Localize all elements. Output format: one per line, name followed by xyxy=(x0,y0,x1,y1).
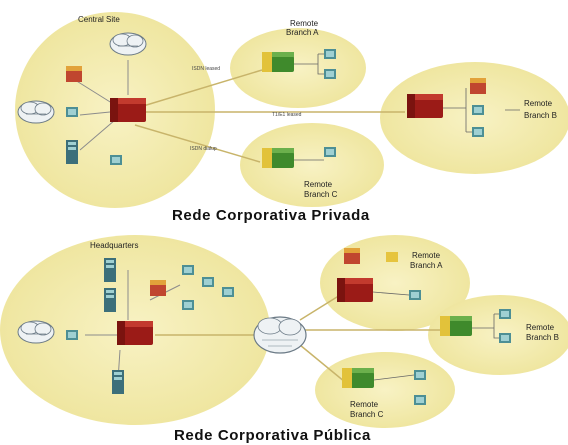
workstation-icon xyxy=(202,277,214,287)
branch-a-label-2: Branch A xyxy=(286,28,319,37)
link-label-c: ISDN dialup xyxy=(190,146,217,152)
workstation-icon xyxy=(324,147,336,157)
workstation-icon xyxy=(110,155,122,165)
workstation-icon xyxy=(414,370,426,380)
server-icon xyxy=(104,258,116,282)
workstation-icon xyxy=(499,309,511,319)
server-icon xyxy=(112,370,124,394)
router-icon xyxy=(337,278,373,302)
workstation-icon xyxy=(324,69,336,79)
router-icon xyxy=(110,98,146,122)
link-to-branch-a xyxy=(129,69,263,111)
workstation-icon xyxy=(222,287,234,297)
hub-icon xyxy=(386,252,398,262)
router-icon xyxy=(407,94,443,118)
firewall-icon xyxy=(150,280,166,296)
router-icon xyxy=(117,321,153,345)
link-label-b: T1/E1 leased xyxy=(272,112,302,118)
workstation-icon xyxy=(472,127,484,137)
branch-c-label-2: Branch C xyxy=(350,410,384,419)
server-icon xyxy=(66,140,78,164)
lan-links-central xyxy=(74,60,129,151)
branch-a-label-2: Branch A xyxy=(410,261,443,270)
workstation-icon xyxy=(472,105,484,115)
private-network-diagram: ISDN leased T1/E1 leased ISDN dialup Cen… xyxy=(15,12,568,224)
branch-a-label-1: Remote xyxy=(290,19,319,28)
remote-branch-c-area xyxy=(315,352,455,428)
branch-b-label-1: Remote xyxy=(524,99,553,108)
headquarters-label: Headquarters xyxy=(90,241,138,250)
branch-b-label-1: Remote xyxy=(526,323,555,332)
public-network-diagram: Headquarters Remote Branch A Remote Bran… xyxy=(0,235,568,444)
firewall-icon xyxy=(344,248,360,264)
workstation-icon xyxy=(414,395,426,405)
branch-c-label-2: Branch C xyxy=(304,190,338,199)
branch-b-label-2: Branch B xyxy=(526,333,559,342)
router-icon xyxy=(262,148,294,168)
cloud-icon xyxy=(17,320,55,344)
branch-a-label-1: Remote xyxy=(412,251,441,260)
lan-links-hq xyxy=(85,270,181,381)
link-label-a: ISDN leased xyxy=(192,66,220,72)
cloud-icon xyxy=(109,32,147,56)
workstation-icon xyxy=(66,107,78,117)
branch-c-label-1: Remote xyxy=(350,400,379,409)
central-site-label: Central Site xyxy=(78,15,120,24)
remote-branch-b-area xyxy=(428,295,568,375)
diagram-title-public: Rede Corporativa Pública xyxy=(174,427,371,444)
branch-b-label-2: Branch B xyxy=(524,111,557,120)
workstation-icon xyxy=(324,49,336,59)
router-icon xyxy=(440,316,472,336)
firewall-icon xyxy=(470,78,486,94)
diagram-title-private: Rede Corporativa Privada xyxy=(172,207,370,224)
workstation-icon xyxy=(409,290,421,300)
remote-branch-b-area xyxy=(380,62,568,174)
workstation-icon xyxy=(66,330,78,340)
branch-c-label-1: Remote xyxy=(304,180,333,189)
firewall-icon xyxy=(66,66,82,82)
workstation-icon xyxy=(182,265,194,275)
remote-branch-a-area xyxy=(230,28,366,108)
link-to-branch-c xyxy=(134,124,261,163)
internet-cloud-icon xyxy=(253,316,307,354)
cloud-icon xyxy=(17,100,55,124)
server-icon xyxy=(104,288,116,312)
workstation-icon xyxy=(182,300,194,310)
workstation-icon xyxy=(499,333,511,343)
remote-branch-c-area xyxy=(240,123,384,207)
router-icon xyxy=(262,52,294,72)
router-icon xyxy=(342,368,374,388)
